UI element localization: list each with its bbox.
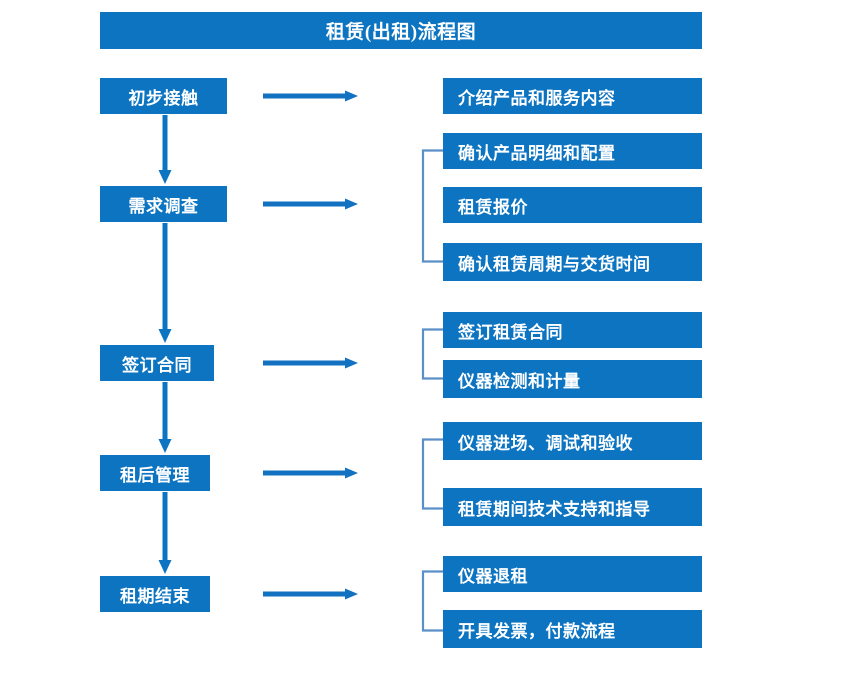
detail-label-8: 租赁期间技术支持和指导 bbox=[458, 499, 651, 519]
group-bracket-icon-3 bbox=[421, 438, 445, 510]
vertical-arrow-icon-4 bbox=[158, 492, 172, 575]
detail-label-10: 开具发票，付款流程 bbox=[458, 621, 616, 641]
stage-label-1: 初步接触 bbox=[128, 88, 199, 108]
detail-label-7: 仪器进场、调试和验收 bbox=[458, 433, 633, 453]
horizontal-arrow-icon-2 bbox=[263, 198, 359, 210]
detail-box-1[interactable]: 介绍产品和服务内容 bbox=[443, 78, 702, 114]
stage-label-5: 租期结束 bbox=[120, 586, 190, 606]
stage-box-1[interactable]: 初步接触 bbox=[100, 78, 227, 114]
detail-box-3[interactable]: 租赁报价 bbox=[443, 187, 702, 223]
group-bracket-icon-4 bbox=[421, 570, 445, 632]
stage-box-5[interactable]: 租期结束 bbox=[100, 576, 210, 612]
detail-label-1: 介绍产品和服务内容 bbox=[458, 88, 616, 108]
horizontal-arrow-icon-1 bbox=[263, 90, 359, 102]
detail-box-8[interactable]: 租赁期间技术支持和指导 bbox=[443, 488, 702, 526]
group-bracket-icon-2 bbox=[421, 328, 445, 380]
detail-label-2: 确认产品明细和配置 bbox=[458, 143, 616, 163]
horizontal-arrow-icon-5 bbox=[263, 588, 359, 600]
detail-box-4[interactable]: 确认租赁周期与交货时间 bbox=[443, 243, 702, 281]
stage-label-2: 需求调查 bbox=[128, 196, 199, 216]
stage-label-4: 租后管理 bbox=[120, 465, 190, 485]
stage-box-4[interactable]: 租后管理 bbox=[100, 455, 210, 491]
detail-label-6: 仪器检测和计量 bbox=[458, 371, 581, 391]
detail-box-2[interactable]: 确认产品明细和配置 bbox=[443, 133, 702, 169]
vertical-arrow-icon-2 bbox=[158, 223, 172, 344]
detail-label-5: 签订租赁合同 bbox=[458, 322, 563, 342]
detail-box-5[interactable]: 签订租赁合同 bbox=[443, 312, 702, 348]
vertical-arrow-icon-1 bbox=[158, 115, 172, 185]
detail-label-4: 确认租赁周期与交货时间 bbox=[458, 254, 651, 274]
group-bracket-icon-1 bbox=[421, 149, 445, 263]
detail-box-10[interactable]: 开具发票，付款流程 bbox=[443, 610, 702, 648]
vertical-arrow-icon-3 bbox=[158, 382, 172, 454]
detail-label-9: 仪器退租 bbox=[458, 566, 528, 586]
detail-box-9[interactable]: 仪器退租 bbox=[443, 556, 702, 592]
stage-box-3[interactable]: 签订合同 bbox=[100, 345, 214, 381]
stage-box-2[interactable]: 需求调查 bbox=[100, 186, 227, 222]
horizontal-arrow-icon-3 bbox=[263, 357, 359, 369]
detail-box-7[interactable]: 仪器进场、调试和验收 bbox=[443, 422, 702, 460]
diagram-title-bar: 租赁(出租)流程图 bbox=[100, 12, 702, 49]
horizontal-arrow-icon-4 bbox=[263, 467, 359, 479]
detail-label-3: 租赁报价 bbox=[458, 197, 528, 217]
detail-box-6[interactable]: 仪器检测和计量 bbox=[443, 360, 702, 398]
stage-label-3: 签订合同 bbox=[122, 355, 192, 375]
diagram-title: 租赁(出租)流程图 bbox=[325, 22, 477, 43]
